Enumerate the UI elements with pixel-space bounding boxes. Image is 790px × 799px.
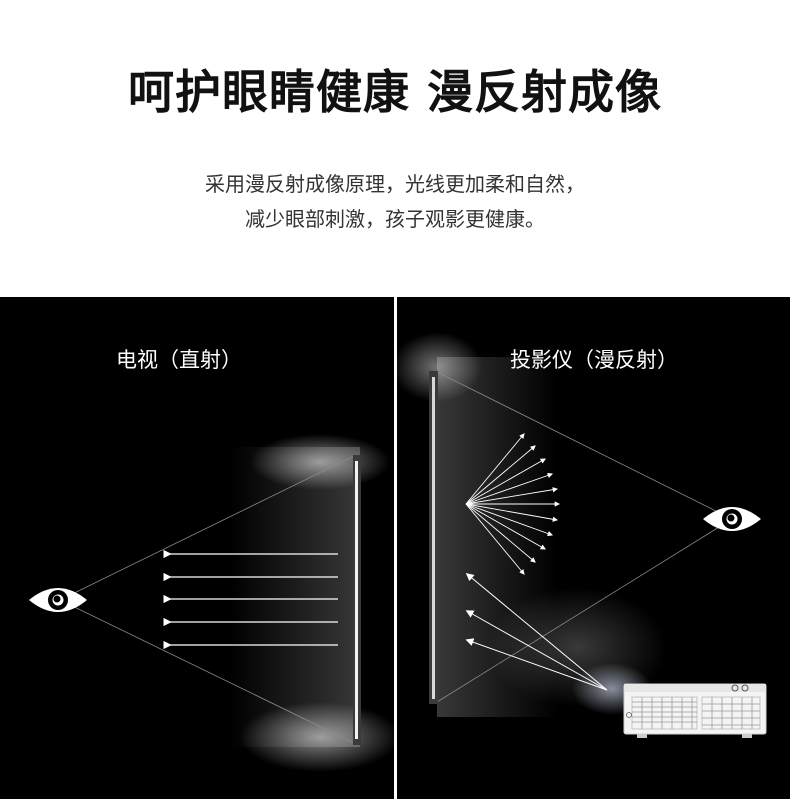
diffuse-reflection-arrows: [465, 433, 561, 575]
tv-top-glow: [250, 434, 390, 490]
tv-panel-label: 电视（直射）: [116, 348, 242, 372]
view-line-top: [59, 454, 357, 601]
projector-icon: [623, 683, 767, 738]
view-line-bottom: [436, 518, 733, 703]
subtitle-line-2: 减少眼部刺激，孩子观影更健康。: [245, 207, 545, 231]
screen-top-glow: [397, 332, 482, 402]
view-line-top: [436, 371, 733, 520]
tv-light-glow: [230, 447, 360, 747]
page-title: 呵护眼睛健康 漫反射成像: [127, 65, 662, 119]
projector-beam-arrows: [465, 572, 608, 691]
tv-bottom-glow: [240, 702, 394, 772]
direct-light-arrows: [163, 549, 338, 650]
header-section: 呵护眼睛健康 漫反射成像 采用漫反射成像原理，光线更加柔和自然， 减少眼部刺激，…: [0, 0, 790, 297]
projector-diffuse-panel: 投影仪（漫反射）: [397, 297, 790, 799]
eye-icon: [29, 588, 87, 612]
projection-screen-icon: [429, 371, 438, 704]
tv-direct-panel: 电视（直射）: [0, 297, 394, 799]
subtitle-line-1: 采用漫反射成像原理，光线更加柔和自然，: [205, 172, 585, 196]
tv-diagram: [29, 434, 394, 772]
eye-icon: [703, 507, 761, 531]
tv-screen-icon: [353, 455, 361, 745]
projector-panel-label: 投影仪（漫反射）: [510, 348, 678, 372]
projector-diagram: [397, 332, 767, 738]
view-line-bottom: [59, 599, 357, 745]
panel-divider: [394, 297, 397, 799]
